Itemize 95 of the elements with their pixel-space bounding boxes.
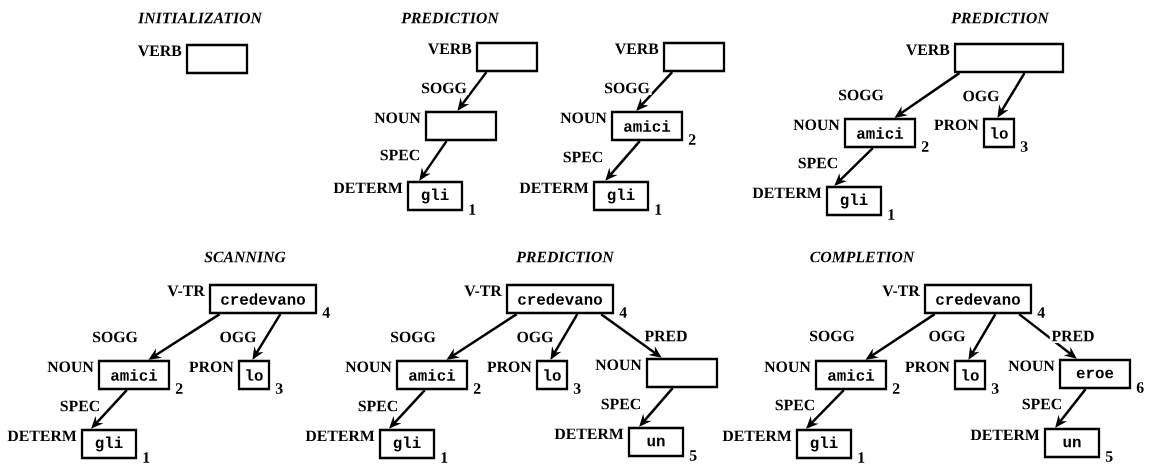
word-box: credevano	[923, 283, 1033, 315]
category-label: DETERM	[519, 182, 589, 194]
word-box: gli	[592, 180, 650, 212]
category-label: DETERM	[752, 187, 822, 199]
category-label: V-TR	[882, 285, 920, 297]
word-box: lo	[535, 359, 569, 391]
edge-label: OGG	[217, 329, 259, 345]
category-label: NOUN	[374, 112, 421, 124]
edge-label: OGG	[960, 88, 1002, 104]
category-label: NOUN	[595, 359, 642, 371]
edge-label: SPEC	[773, 397, 817, 413]
index-number: 1	[441, 452, 448, 463]
panel-title: SCANNING	[204, 251, 286, 263]
index-number: 2	[892, 383, 900, 394]
word-box: lo	[982, 117, 1016, 149]
category-label: PRON	[189, 361, 234, 373]
category-label: NOUN	[764, 361, 811, 373]
edge-label: OGG	[926, 328, 968, 344]
panel-title: PREDICTION	[516, 251, 615, 263]
category-label: VERB	[615, 43, 659, 55]
word-box: gli	[825, 185, 883, 217]
edge-label: SPEC	[599, 396, 643, 412]
category-label: NOUN	[345, 361, 392, 373]
word-box: eroe	[1058, 358, 1132, 390]
edge-label: SPEC	[561, 149, 605, 165]
edge-label: SOGG	[836, 87, 886, 103]
index-number: 4	[1037, 307, 1045, 318]
category-label: V-TR	[167, 285, 205, 297]
edge-label: SOGG	[807, 328, 857, 344]
index-number: 1	[143, 452, 150, 463]
word-box: credevano	[505, 283, 615, 315]
word-box: lo	[237, 359, 271, 391]
category-label: NOUN	[47, 361, 94, 373]
edge-label: SPEC	[1020, 396, 1064, 412]
panel-title: PREDICTION	[401, 12, 500, 24]
word-box: amici	[97, 359, 171, 391]
index-number: 4	[619, 307, 627, 318]
word-box: gli	[406, 180, 464, 212]
category-label: V-TR	[464, 285, 502, 297]
edge-label: SOGG	[388, 329, 438, 345]
edge-label: SOGG	[90, 329, 140, 345]
category-label: PRON	[934, 119, 979, 131]
word-box: amici	[610, 110, 684, 142]
edge-label: SPEC	[378, 147, 422, 163]
category-label: NOUN	[1008, 360, 1055, 372]
edge-label: PRED	[1049, 329, 1097, 343]
panel-title: COMPLETION	[810, 251, 915, 263]
index-number: 4	[322, 307, 330, 318]
edge-label: OGG	[514, 329, 556, 345]
category-label: VERB	[428, 43, 472, 55]
word-box: amici	[814, 359, 888, 391]
index-number: 6	[1136, 382, 1144, 393]
index-number: 1	[888, 209, 895, 220]
index-number: 3	[991, 383, 999, 394]
edge-label: SOGG	[419, 80, 469, 96]
word-box: gli	[795, 428, 853, 460]
word-box: gli	[378, 428, 436, 460]
index-number: 5	[1105, 451, 1113, 462]
category-label: PRON	[487, 361, 532, 373]
word-box: credevano	[208, 283, 318, 315]
category-label: DETERM	[554, 428, 624, 440]
index-number: 3	[275, 383, 283, 394]
edge-label: SOGG	[602, 80, 652, 96]
word-box: amici	[395, 359, 469, 391]
category-label: VERB	[138, 45, 182, 57]
index-number: 1	[858, 452, 865, 463]
category-label: DETERM	[970, 429, 1040, 441]
word-box: gli	[80, 428, 138, 460]
panel-title: PREDICTION	[951, 12, 1050, 24]
category-label: PRON	[905, 361, 950, 373]
category-label: NOUN	[793, 119, 840, 131]
index-number: 3	[1020, 141, 1028, 152]
index-number: 2	[175, 383, 183, 394]
category-label: DETERM	[722, 430, 792, 442]
index-number: 1	[655, 204, 662, 215]
category-label: DETERM	[305, 430, 375, 442]
edge-label: SPEC	[356, 398, 400, 414]
word-box: un	[627, 426, 685, 458]
edge-label: SPEC	[796, 155, 840, 171]
category-label: NOUN	[560, 112, 607, 124]
word-box: amici	[843, 117, 917, 149]
word-box: un	[1043, 427, 1101, 459]
index-number: 1	[469, 204, 476, 215]
word-box: lo	[953, 359, 987, 391]
index-number: 3	[573, 383, 581, 394]
edge-label: SPEC	[58, 398, 102, 414]
panel-title: INITIALIZATION	[137, 12, 263, 24]
category-label: DETERM	[7, 430, 77, 442]
category-label: DETERM	[333, 182, 403, 194]
index-number: 2	[688, 134, 696, 145]
index-number: 2	[921, 141, 929, 152]
category-label: VERB	[906, 44, 950, 56]
edge-label: PRED	[642, 329, 690, 343]
index-number: 2	[473, 383, 481, 394]
index-number: 5	[689, 450, 697, 461]
